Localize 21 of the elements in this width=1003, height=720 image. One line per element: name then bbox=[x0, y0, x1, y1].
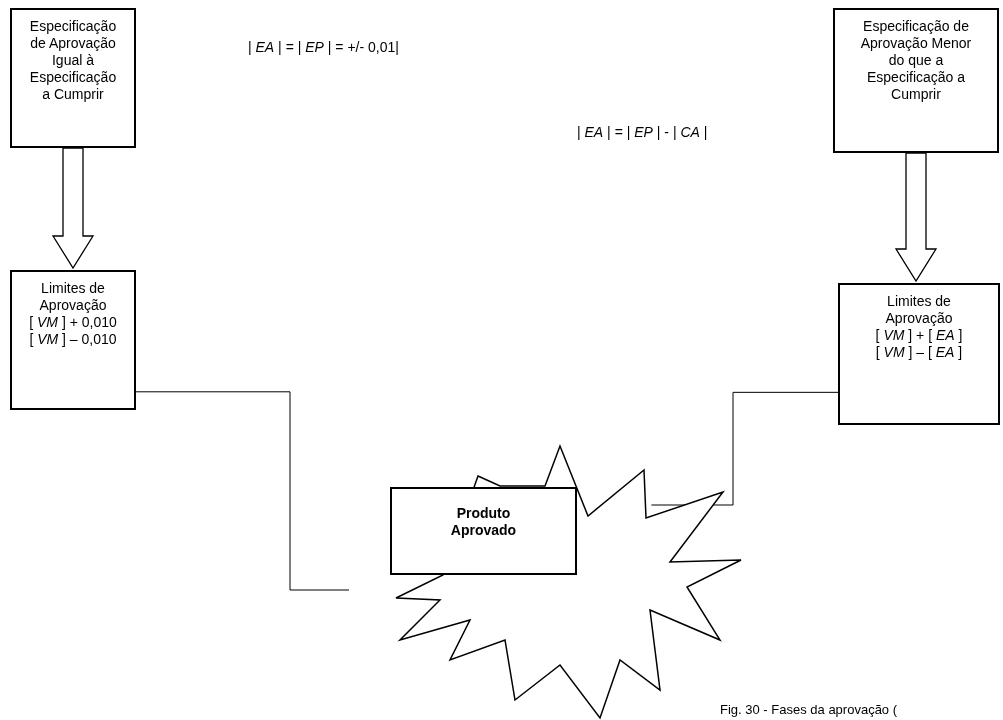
connector-line bbox=[135, 391, 350, 591]
formula-label: | EA | = | EP | - | CA | bbox=[577, 123, 708, 142]
box-text: [ VM ] + [ EA ] bbox=[875, 327, 963, 344]
hollow-block-arrow bbox=[51, 147, 95, 270]
box-text: Especificação de Aprovação Igual à Especificação a Cumprir bbox=[28, 18, 118, 103]
box-text: Produto Aprovado bbox=[449, 505, 518, 539]
box-text: [ VM ] – 0,010 bbox=[29, 331, 117, 348]
text-box bbox=[833, 8, 999, 153]
connector-line bbox=[650, 391, 839, 506]
box-text: Limites de Aprovação bbox=[884, 293, 954, 327]
box-text: [ VM ] – [ EA ] bbox=[875, 344, 963, 361]
box-text: Limites de Aprovação bbox=[38, 280, 108, 314]
hollow-block-arrow bbox=[894, 152, 938, 283]
formula-label: | EA | = | EP | = +/- 0,01| bbox=[248, 38, 399, 57]
figure-caption: Fig. 30 - Fases da aprovação ( bbox=[720, 701, 898, 719]
box-text: [ VM ] + 0,010 bbox=[29, 314, 117, 331]
text-box bbox=[838, 283, 1000, 425]
text-box bbox=[390, 487, 577, 575]
text-box bbox=[10, 270, 136, 410]
box-text: Especificação de Aprovação Menor do que a Especificação a Cumprir bbox=[859, 18, 973, 103]
text-box bbox=[10, 8, 136, 148]
